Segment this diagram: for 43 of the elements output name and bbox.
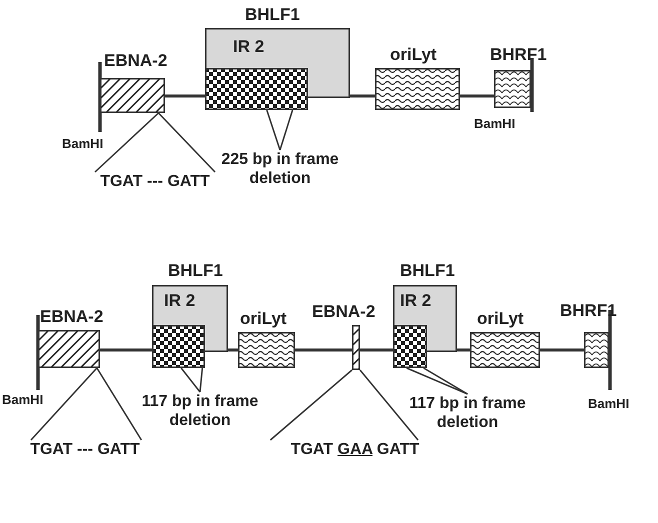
dna-line <box>540 348 584 352</box>
sequence-label: TGAT GAA GATT <box>265 440 445 462</box>
restriction-site-label: BamHI <box>62 136 104 151</box>
sequence-label: 117 bp in frame deletion <box>405 394 530 436</box>
gene-label: oriLyt <box>390 46 437 64</box>
gene-label: IR 2 <box>400 292 432 310</box>
gene-label: EBNA-2 <box>104 52 168 70</box>
dna-line <box>295 348 352 352</box>
gene-label: BHRF1 <box>490 46 547 64</box>
leader-line <box>158 112 216 173</box>
dna-line <box>100 348 152 352</box>
leader-line <box>270 369 352 441</box>
gene-label: BHRF1 <box>560 302 617 320</box>
gene-label: oriLyt <box>240 310 287 328</box>
leader-line <box>96 368 142 440</box>
dna-line <box>457 348 470 352</box>
leader-line <box>180 368 201 392</box>
restriction-site-label: BamHI <box>474 116 516 131</box>
leader-line <box>94 112 159 173</box>
restriction-site-label: BamHI <box>2 392 44 407</box>
dna-line <box>228 348 238 352</box>
leader-line <box>423 367 468 395</box>
dna-line <box>360 348 393 352</box>
dna-line <box>460 94 494 98</box>
sequence-label: 117 bp in frame deletion <box>140 392 260 434</box>
dna-line <box>350 94 375 98</box>
leader-line <box>406 367 468 395</box>
leader-line <box>30 368 98 440</box>
leader-line <box>279 110 294 150</box>
dna-line <box>165 94 205 98</box>
leader-line <box>359 370 419 440</box>
gene-label: EBNA-2 <box>312 303 376 321</box>
gene-label: BHLF1 <box>168 262 223 280</box>
gene-label: IR 2 <box>164 292 196 310</box>
gene-label: oriLyt <box>477 310 524 328</box>
gene-label: BHLF1 <box>400 262 455 280</box>
gene-label: IR 2 <box>233 38 264 56</box>
leader-line <box>266 110 281 150</box>
leader-line <box>199 368 204 392</box>
gene-label: EBNA-2 <box>40 308 104 326</box>
restriction-site-label: BamHI <box>588 396 630 411</box>
sequence-label: TGAT --- GATT <box>25 440 145 462</box>
gene-label: BHLF1 <box>245 6 300 24</box>
